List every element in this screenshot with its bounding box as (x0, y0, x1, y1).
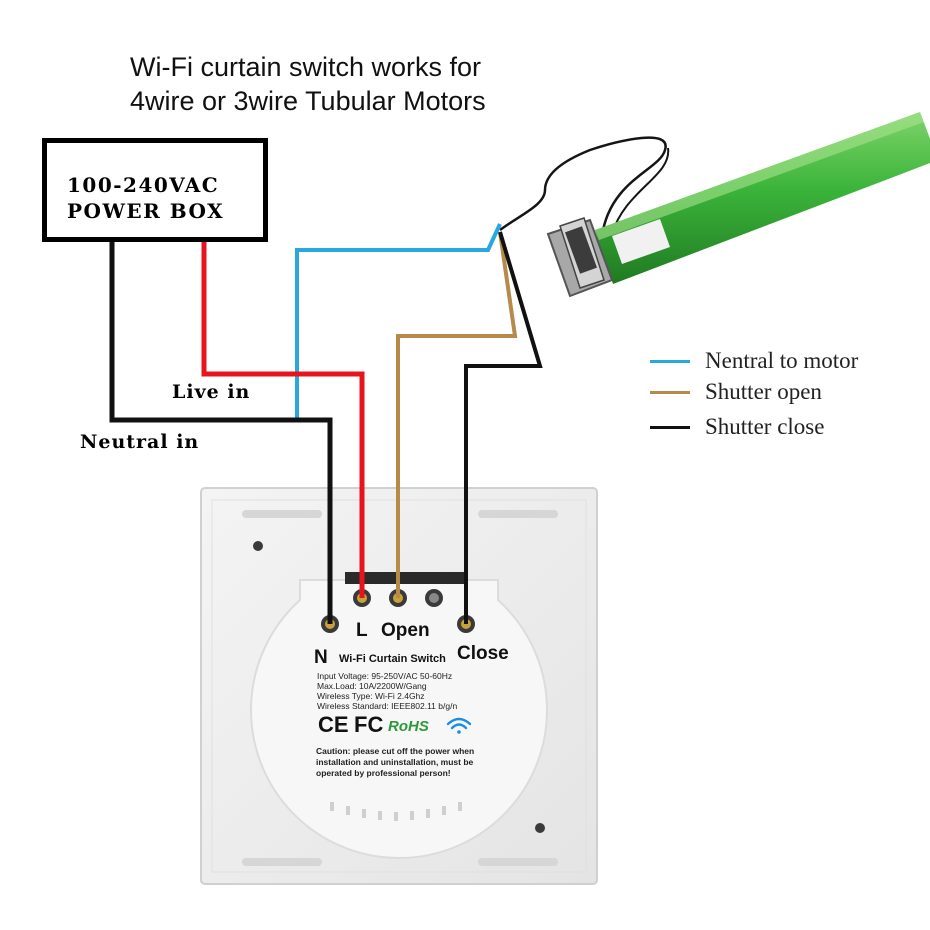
legend-swatch (650, 360, 690, 363)
legend-label: Nentral to motor (705, 348, 859, 373)
terminal-l-label: L (356, 620, 368, 641)
power-box-label: POWER BOX (67, 199, 225, 223)
neutral-motor-wire (295, 223, 502, 418)
tubular-motor-icon (499, 112, 930, 298)
neutral-in-label: Neutral in (80, 431, 200, 453)
shutter-close-wire (464, 231, 543, 624)
diagram-title-line-2: 4wire or 3wire Tubular Motors (130, 86, 486, 116)
product-title: Wi-Fi Curtain Switch (339, 653, 446, 665)
neutral-in-wire (109, 242, 333, 624)
caution-line: Caution: please cut off the power when (316, 746, 475, 756)
terminal-n-label: N (314, 647, 328, 668)
caution-line: installation and uninstallation, must be (316, 757, 474, 767)
power-box-voltage: 100-240VAC (67, 173, 220, 197)
terminal-close-label: Close (457, 643, 509, 664)
spec-line: Max.Load: 10A/2200W/Gang (317, 681, 427, 691)
switch-backplate (200, 487, 598, 885)
live-in-wire (201, 242, 365, 598)
legend-swatch (650, 426, 690, 429)
ce-mark: CE (318, 712, 349, 737)
spec-line: Input Voltage: 95-250V/AC 50-60Hz (317, 671, 453, 681)
terminal-open-label: Open (381, 620, 430, 641)
caution-line: operated by professional person! (316, 768, 451, 778)
fc-mark: FC (354, 712, 384, 737)
legend-label: Shutter open (705, 379, 822, 404)
legend-label: Shutter close (705, 414, 825, 439)
live-in-label: Live in (172, 381, 251, 403)
legend-swatch (650, 391, 690, 394)
spec-line: Wireless Type: Wi-Fi 2.4Ghz (317, 691, 425, 701)
rohs-mark: RoHS (388, 718, 429, 735)
diagram-title-line-1: Wi-Fi curtain switch works for (130, 52, 482, 82)
spec-line: Wireless Standard: IEEE802.11 b/g/n (317, 701, 458, 711)
wifi-icon (446, 717, 472, 734)
shutter-open-wire (396, 231, 518, 598)
power-box: 100-240VAC POWER BOX (42, 138, 268, 242)
wires (109, 223, 543, 624)
